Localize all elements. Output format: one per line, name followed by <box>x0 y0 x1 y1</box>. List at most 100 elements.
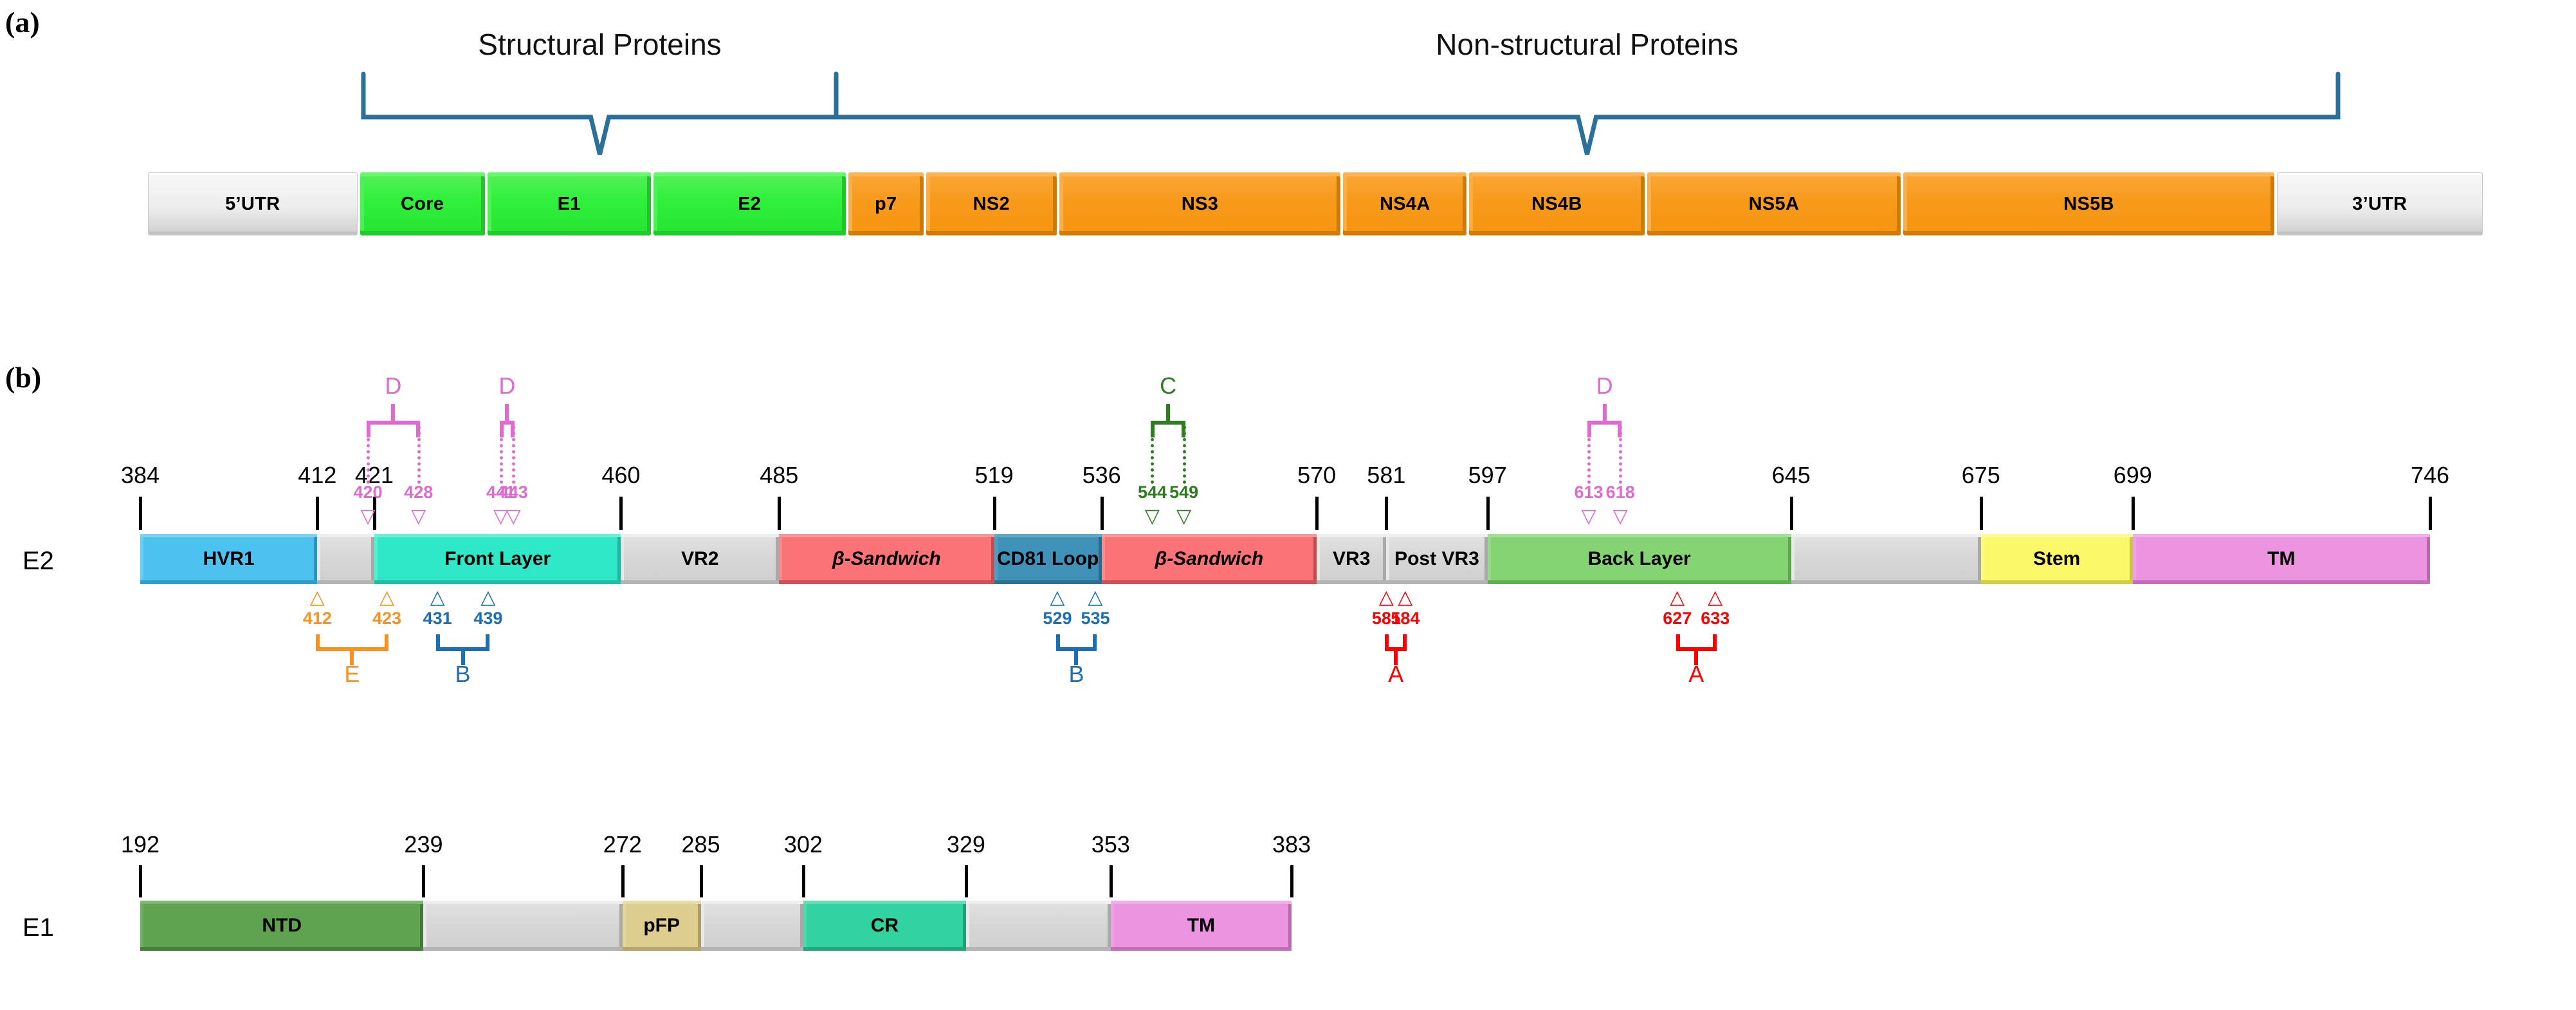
epitope-marker-position-423: 423 <box>372 609 402 628</box>
genome-segment-label: 5’UTR <box>225 193 280 214</box>
epitope-bracket-stem-above-2 <box>1166 404 1171 422</box>
epitope-marker-triangle-412: △ <box>309 587 325 608</box>
epitope-bracket-stem-above-1 <box>505 404 509 422</box>
domain-segment-ntd: NTD <box>140 901 424 951</box>
axis-tick <box>621 865 625 897</box>
domain-segment-b-sandwich-1: β-Sandwich <box>779 534 994 584</box>
genome-segment-ns4a: NS4A <box>1343 172 1467 235</box>
domain-segment-post-vr3: Post VR3 <box>1386 534 1488 584</box>
axis-tick-label: 421 <box>354 462 394 488</box>
epitope-marker-triangle-618: ▽ <box>1612 506 1628 527</box>
axis-tick <box>2131 497 2135 530</box>
epitope-marker-position-633: 633 <box>1701 609 1730 628</box>
epitope-marker-triangle-584: △ <box>1398 587 1413 608</box>
genome-segment-e1: E1 <box>487 172 651 235</box>
axis-tick-label: 384 <box>120 462 160 488</box>
genome-segment-label: NS3 <box>1181 193 1219 214</box>
genome-segment-label: NS5A <box>1748 193 1800 214</box>
axis-tick-label: 746 <box>2410 462 2450 488</box>
epitope-dotted-line-443 <box>512 426 516 484</box>
epitope-marker-position-420: 420 <box>353 482 383 502</box>
epitope-marker-triangle-439: △ <box>480 587 496 608</box>
axis-tick <box>316 497 320 530</box>
genome-segment-5-utr: 5’UTR <box>148 172 358 235</box>
genome-segment-label: NS4A <box>1380 193 1430 214</box>
epitope-group-label-D-above-1: D <box>498 372 516 399</box>
axis-tick <box>992 497 996 530</box>
genome-segment-label: E2 <box>738 193 762 214</box>
epitope-marker-triangle-535: △ <box>1088 587 1103 608</box>
axis-tick-label: 536 <box>1082 462 1121 488</box>
axis-tick-label: 353 <box>1091 831 1130 858</box>
axis-tick <box>1109 865 1113 897</box>
epitope-marker-triangle-627: △ <box>1670 587 1685 608</box>
domain-segment-label: TM <box>2267 548 2296 569</box>
axis-tick <box>372 497 376 530</box>
epitope-marker-position-627: 627 <box>1663 609 1692 628</box>
structural-proteins-bracket <box>361 71 839 155</box>
epitope-marker-position-618: 618 <box>1605 482 1635 502</box>
epitope-group-label-E-below-0: E <box>344 661 360 687</box>
axis-tick <box>1979 497 1983 530</box>
domain-segment-label: CR <box>870 915 899 936</box>
axis-tick-label: 239 <box>404 831 443 858</box>
epitope-bracket-stem-below-2 <box>1074 650 1079 665</box>
axis-tick <box>964 865 968 897</box>
panel-a-label: (a) <box>5 6 40 39</box>
epitope-dotted-line-618 <box>1619 426 1623 484</box>
e1-row-label: E1 <box>23 914 54 942</box>
domain-segment-label: β-Sandwich <box>1155 548 1264 569</box>
domain-segment-spacer-2 <box>700 901 803 951</box>
epitope-marker-position-428: 428 <box>404 482 434 502</box>
epitope-bracket-stem-above-3 <box>1602 404 1607 422</box>
epitope-group-label-A-below-4: A <box>1688 661 1704 687</box>
axis-tick <box>422 865 426 897</box>
domain-segment-label: CD81 Loop <box>996 548 1099 569</box>
epitope-bracket-stem-below-0 <box>350 650 354 665</box>
domain-segment-cd81-loop: CD81 Loop <box>994 534 1102 584</box>
epitope-bracket-D-above-0 <box>367 421 420 437</box>
axis-tick-label: 383 <box>1272 831 1311 858</box>
axis-tick <box>1385 497 1389 530</box>
axis-tick-label: 675 <box>1961 462 2000 488</box>
epitope-marker-triangle-581: △ <box>1378 587 1394 608</box>
domain-segment-label: NTD <box>262 915 302 936</box>
genome-segment-core: Core <box>360 172 485 235</box>
axis-tick <box>778 497 781 530</box>
axis-tick <box>619 497 623 530</box>
domain-segment-label: VR2 <box>681 548 719 569</box>
domain-segment-label: pFP <box>643 915 680 936</box>
axis-tick-label: 597 <box>1468 462 1507 488</box>
epitope-marker-position-535: 535 <box>1081 609 1110 628</box>
panel-b-label: (b) <box>5 361 42 394</box>
epitope-dotted-line-613 <box>1587 426 1591 484</box>
epitope-marker-triangle-529: △ <box>1050 587 1065 608</box>
axis-tick-label: 329 <box>946 831 985 858</box>
domain-segment-spacer-3 <box>965 901 1111 951</box>
epitope-bracket-B-below-1 <box>436 634 489 651</box>
domain-segment-stem: Stem <box>1980 534 2133 584</box>
domain-segment-spacer-2 <box>1791 534 1981 584</box>
axis-tick-label: 581 <box>1367 462 1406 488</box>
genome-segment-ns5b: NS5B <box>1903 172 2274 235</box>
epitope-marker-triangle-441: ▽ <box>493 506 509 527</box>
axis-tick-label: 192 <box>120 831 160 858</box>
epitope-marker-position-439: 439 <box>473 609 503 628</box>
domain-segment-vr2: VR2 <box>621 534 780 584</box>
epitope-dotted-line-544 <box>1151 426 1155 484</box>
axis-tick <box>139 497 142 530</box>
domain-segment-label: Stem <box>2033 548 2081 569</box>
epitope-group-label-B-below-1: B <box>455 661 471 687</box>
genome-segment-label: 3’UTR <box>2352 193 2407 214</box>
domain-segment-label: β-Sandwich <box>832 548 941 569</box>
domain-segment-spacer-1 <box>317 534 374 584</box>
epitope-group-label-D-above-0: D <box>385 372 402 399</box>
axis-tick-label: 570 <box>1297 462 1337 488</box>
epitope-bracket-A-below-3 <box>1385 634 1407 651</box>
axis-tick <box>699 865 703 897</box>
epitope-marker-triangle-613: ▽ <box>1581 506 1596 527</box>
domain-segment-back-layer: Back Layer <box>1487 534 1791 584</box>
genome-segment-3-utr: 3’UTR <box>2276 172 2483 235</box>
epitope-group-label-A-below-3: A <box>1388 661 1404 687</box>
genome-segment-ns2: NS2 <box>926 172 1057 235</box>
